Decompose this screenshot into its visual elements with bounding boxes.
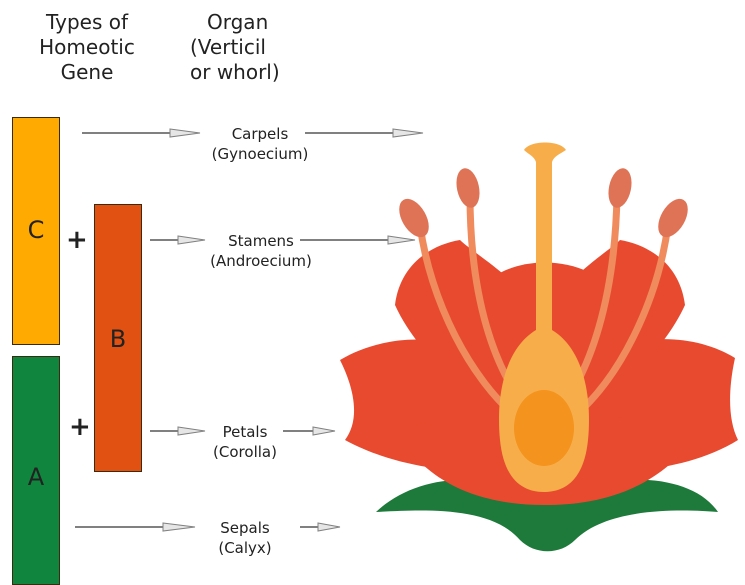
organ-carpels: Carpels (Gynoecium) bbox=[195, 124, 325, 164]
stamen-anther bbox=[605, 166, 635, 210]
organ-petals: Petals (Corolla) bbox=[195, 422, 295, 462]
organ-carpels-sub: (Gynoecium) bbox=[195, 144, 325, 164]
gene-b-box: B bbox=[94, 204, 142, 472]
gene-a-box: A bbox=[12, 356, 60, 585]
gene-b-label: B bbox=[95, 325, 141, 353]
arrow-sepals-to-flower bbox=[300, 523, 340, 531]
stamen-anther bbox=[652, 194, 694, 242]
plus-sign-bottom: + bbox=[69, 414, 91, 440]
stamen-anther bbox=[453, 166, 483, 210]
gene-c-box: C bbox=[12, 117, 60, 345]
organ-petals-sub: (Corolla) bbox=[195, 442, 295, 462]
ovary-core bbox=[514, 390, 574, 466]
organ-carpels-name: Carpels bbox=[195, 124, 325, 144]
organ-stamens-name: Stamens bbox=[193, 231, 329, 251]
gene-a-label: A bbox=[13, 463, 59, 491]
organ-petals-name: Petals bbox=[195, 422, 295, 442]
arrow-c-to-carpels bbox=[82, 129, 200, 137]
stamen-anther bbox=[393, 194, 435, 242]
organ-sepals-sub: (Calyx) bbox=[195, 538, 295, 558]
arrow-a-to-sepals bbox=[75, 523, 195, 531]
organ-sepals-name: Sepals bbox=[195, 518, 295, 538]
plus-sign-top: + bbox=[66, 227, 88, 253]
organ-stamens: Stamens (Androecium) bbox=[193, 231, 329, 271]
organ-sepals: Sepals (Calyx) bbox=[195, 518, 295, 558]
gene-c-label: C bbox=[13, 216, 59, 244]
organ-stamens-sub: (Androecium) bbox=[193, 251, 329, 271]
